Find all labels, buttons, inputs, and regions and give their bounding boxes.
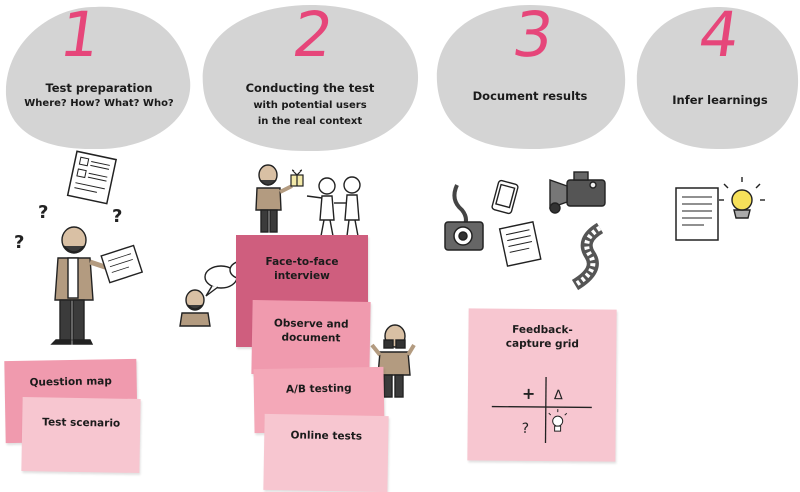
question-mark-icon: ? [522, 421, 530, 437]
film-strip-icon [575, 228, 600, 285]
observe-document-label: document [252, 330, 370, 346]
lightbulb-icon [719, 177, 765, 218]
feedback-capture-grid-label: Feedback- [468, 322, 616, 337]
document-icon [68, 151, 116, 203]
ab-testing-label: A/B testing [254, 381, 384, 397]
step-1-title: Test preparation [14, 81, 184, 97]
step-2-title: Conducting the test [225, 81, 395, 97]
camera-icon [445, 185, 483, 250]
gift-icon [291, 170, 303, 186]
face-to-face-label: interview [236, 269, 368, 283]
test-scenario-label: Test scenario [22, 415, 140, 431]
two-users-icon [307, 177, 360, 236]
person-with-gift-icon [256, 165, 292, 232]
feedback-grid-lines: + Δ ? [487, 375, 596, 446]
question-mark-icon: ? [14, 232, 24, 253]
person-reading-icon [52, 227, 142, 344]
step-3-title: Document results [445, 89, 615, 105]
step-2-number: 2 [284, 4, 343, 66]
online-tests-note: Online tests [263, 414, 388, 492]
feedback-capture-grid-label: capture grid [468, 337, 616, 352]
video-camera-icon [550, 172, 605, 213]
document-icon [676, 188, 718, 240]
plus-symbol: + [522, 384, 536, 403]
question-mark-icon: ? [38, 202, 48, 223]
test-scenario-note: Test scenario [21, 397, 140, 473]
interviewer-icon [180, 290, 210, 326]
document-icon [500, 222, 541, 266]
online-tests-label: Online tests [264, 428, 388, 444]
delta-symbol: Δ [554, 388, 563, 403]
question-map-label: Question map [5, 374, 137, 390]
step-2-subtitle: with potential users [225, 99, 395, 113]
phone-icon [491, 180, 518, 214]
step-1-subtitle: Where? How? What? Who? [14, 97, 184, 111]
feedback-capture-grid-note: Feedback- capture grid + Δ ? [467, 308, 616, 461]
step-2-subtitle: in the real context [225, 115, 395, 129]
face-to-face-label: Face-to-face [236, 255, 368, 269]
step-4-title: Infer learnings [640, 93, 800, 109]
step-4-number: 4 [690, 4, 749, 66]
step-3-number: 3 [504, 4, 563, 66]
observe-document-note: Observe and document [251, 300, 370, 376]
lightbulb-icon [549, 409, 567, 431]
question-mark-icon: ? [112, 206, 122, 227]
